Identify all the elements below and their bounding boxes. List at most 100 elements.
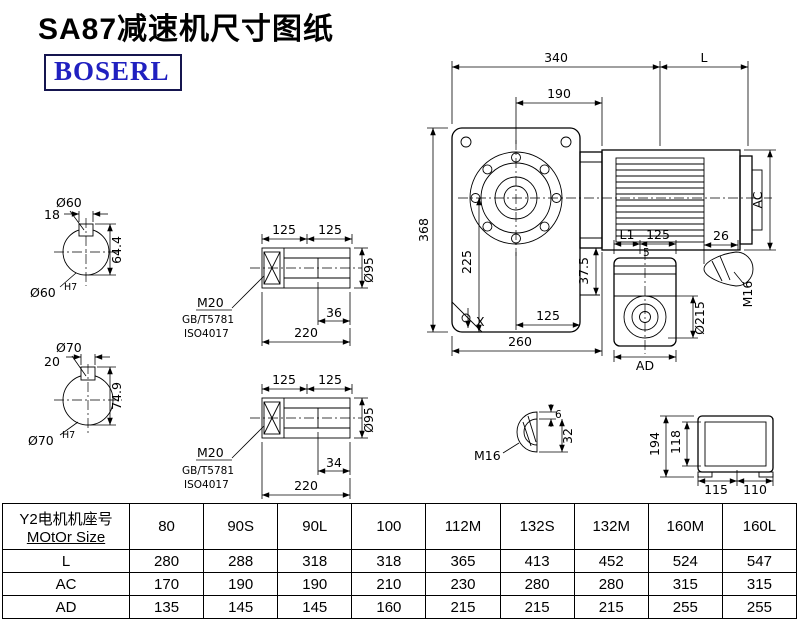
column-header: 132S <box>499 503 575 550</box>
column-header: 80 <box>128 503 205 550</box>
table-cell: 547 <box>721 549 798 573</box>
dim-shaft70-bore: Ø70 <box>28 433 54 448</box>
table-cell: 280 <box>499 572 575 596</box>
table-cell: 318 <box>277 549 353 573</box>
dim-hollow-top-standard1: GB/T5781 <box>182 314 234 326</box>
table-cell: 255 <box>721 595 798 619</box>
table-cell: 255 <box>647 595 723 619</box>
dim-hollow-top-pitch2: 125 <box>318 222 342 237</box>
dim-shaft60-tolerance: H7 <box>64 282 77 293</box>
dim-side-boss-diameter: Ø215 <box>692 301 707 335</box>
dim-key-thread: M16 <box>474 448 501 463</box>
table-cell: 190 <box>203 572 279 596</box>
table-cell: 145 <box>203 595 279 619</box>
dim-shaft60-label: Ø60 <box>56 195 82 210</box>
dim-hollow-top-diameter: Ø95 <box>361 257 376 283</box>
table-cell: 280 <box>573 572 649 596</box>
table-cell: 215 <box>573 595 649 619</box>
table-cell: 452 <box>573 549 649 573</box>
dim-shaft70-keyway-width: 20 <box>44 354 60 369</box>
dim-hollow-top-length: 220 <box>294 325 318 340</box>
dim-back-foot-pitch-right: 110 <box>743 482 767 497</box>
brand-logo: BOSERL <box>44 54 182 91</box>
page-title: SA87减速机尺寸图纸 <box>38 13 335 46</box>
view-shaft-d60: Ø60 18 64.4 Ø60 H7 <box>30 195 124 300</box>
dim-front-motor-length: L <box>701 50 708 65</box>
dim-key-step: 6 <box>555 409 562 421</box>
table-cell: 318 <box>351 549 427 573</box>
table-cell: 145 <box>277 595 353 619</box>
row-label: AD <box>2 595 130 619</box>
table-cell: 413 <box>499 549 575 573</box>
dim-hollow-bottom-standard2: ISO4017 <box>184 479 229 491</box>
dim-hollow-top-standard2: ISO4017 <box>184 328 229 340</box>
table-cell: 315 <box>721 572 798 596</box>
dim-front-base-width: 260 <box>508 334 532 349</box>
dim-hollow-bottom-standard1: GB/T5781 <box>182 465 234 477</box>
dim-front-datum: X <box>476 314 485 329</box>
column-header: 160M <box>647 503 723 550</box>
table-cell: 135 <box>128 595 205 619</box>
dim-shaft60-bore: Ø60 <box>30 285 56 300</box>
table-cell: 524 <box>647 549 723 573</box>
dim-front-foot-offset: 37.5 <box>576 257 591 285</box>
dim-side-pitch: 125 <box>646 227 670 242</box>
table-row: AC 170 190 190 210 230 280 280 315 315 <box>2 572 798 596</box>
row-label: AC <box>2 572 130 596</box>
column-header: 160L <box>721 503 798 550</box>
view-hollow-shaft-top: 125 125 M20 GB/T5781 ISO4017 36 220 Ø95 <box>182 222 376 346</box>
dim-back-foot-pitch-left: 115 <box>704 482 728 497</box>
dim-front-motor-height: AC <box>750 191 765 208</box>
dim-hollow-top-depth: 36 <box>326 305 342 320</box>
view-shaft-d70: Ø70 20 74.9 Ø70 H7 <box>28 340 124 448</box>
dim-front-flange-offset: 190 <box>547 86 571 101</box>
brand-logo-text: BOSERL <box>54 56 170 86</box>
table-header-motor-size: Y2电机机座号 MOtOr Size <box>2 503 130 550</box>
table-cell: 215 <box>425 595 501 619</box>
dim-front-overall-width: 340 <box>544 50 568 65</box>
dim-side-width: AD <box>636 358 654 373</box>
dim-side-thread: M16 <box>740 281 755 308</box>
table-header-row: Y2电机机座号 MOtOr Size 80 90S 90L 100 112M 1… <box>2 503 798 550</box>
column-header: 100 <box>351 503 427 550</box>
table-cell: 315 <box>647 572 723 596</box>
dim-shaft70-tolerance: H7 <box>62 430 75 441</box>
dim-shaft60-keyway-height: 64.4 <box>109 236 124 264</box>
view-hollow-shaft-bottom: 125 125 M20 GB/T5781 ISO4017 34 220 Ø95 <box>182 372 376 499</box>
column-header: 112M <box>425 503 501 550</box>
dim-front-overall-height: 368 <box>416 218 431 242</box>
view-side: L1 125 5 Ø215 AD 26 M16 <box>613 227 755 373</box>
table-header-line1: Y2电机机座号 <box>19 510 113 528</box>
dim-back-height: 194 <box>647 432 662 456</box>
dimension-drawing: Ø60 18 64.4 Ø60 H7 Ø70 20 74.9 Ø70 H7 <box>28 50 776 499</box>
dim-hollow-bottom-pitch1: 125 <box>272 372 296 387</box>
table-cell: 215 <box>499 595 575 619</box>
table-cell: 365 <box>425 549 501 573</box>
dim-front-center-height: 225 <box>459 250 474 274</box>
table-cell: 210 <box>351 572 427 596</box>
table-row: AD 135 145 145 160 215 215 215 255 255 <box>2 595 798 619</box>
dim-side-shaft-end: 26 <box>713 228 729 243</box>
dim-front-bolt-pitch: 125 <box>536 308 560 323</box>
dim-hollow-bottom-diameter: Ø95 <box>361 407 376 433</box>
dim-hollow-top-thread: M20 <box>197 295 224 310</box>
table-cell: 160 <box>351 595 427 619</box>
dim-shaft60-keyway-width: 18 <box>44 207 60 222</box>
table-header-line2: MOtOr Size <box>26 528 106 546</box>
table-cell: 280 <box>128 549 205 573</box>
dim-hollow-top-pitch1: 125 <box>272 222 296 237</box>
view-key-detail: 6 32 M16 <box>474 404 575 463</box>
table-cell: 288 <box>203 549 279 573</box>
view-front: 340 L 190 368 225 AC 37.5 125 260 X <box>416 50 776 356</box>
column-header: 90S <box>203 503 279 550</box>
dim-hollow-bottom-pitch2: 125 <box>318 372 342 387</box>
dim-shaft70-label: Ø70 <box>56 340 82 355</box>
dim-side-gap: 5 <box>643 247 650 259</box>
view-back: 194 118 115 110 <box>647 415 774 497</box>
dim-side-l1: L1 <box>620 227 635 242</box>
dim-hollow-bottom-thread: M20 <box>197 445 224 460</box>
dim-hollow-bottom-length: 220 <box>294 478 318 493</box>
dim-back-inner-height: 118 <box>668 430 683 454</box>
dim-hollow-bottom-depth: 34 <box>326 455 342 470</box>
motor-size-table: Y2电机机座号 MOtOr Size 80 90S 90L 100 112M 1… <box>2 503 798 619</box>
